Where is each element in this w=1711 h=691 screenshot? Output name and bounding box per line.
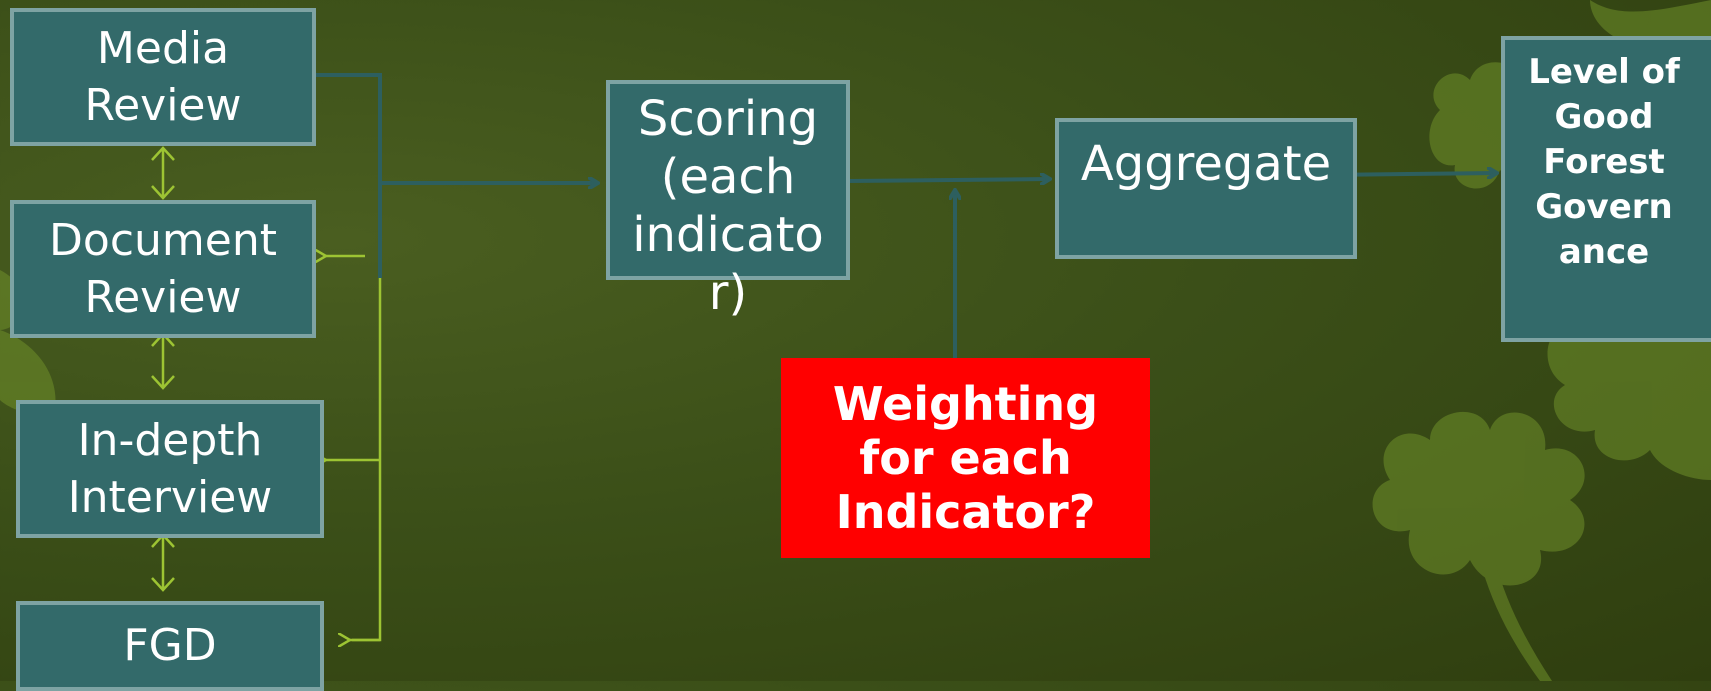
weighting-label: Weighting for each Indicator? <box>832 377 1099 539</box>
media-to-bus-line <box>314 73 382 278</box>
scoring-label: Scoring (each indicato r) <box>632 91 824 321</box>
result-box: Level of Good Forest Govern ance <box>1501 36 1711 342</box>
aggregate-label: Aggregate <box>1080 136 1332 192</box>
document-review-box: Document Review <box>10 200 316 338</box>
aggregate-box: Aggregate <box>1055 118 1357 259</box>
document-review-label: Document Review <box>49 215 277 323</box>
fgd-box: FGD <box>16 601 324 691</box>
weighting-callout: Weighting for each Indicator? <box>781 358 1150 558</box>
media-review-box: Media Review <box>10 8 316 146</box>
indepth-interview-box: In-depth Interview <box>16 400 324 538</box>
scoring-box <box>606 80 850 280</box>
media-review-label: Media Review <box>84 23 242 131</box>
indepth-interview-label: In-depth Interview <box>67 415 273 523</box>
result-label: Level of Good Forest Govern ance <box>1528 52 1680 272</box>
scoring-to-aggregate-arrow <box>847 179 1050 181</box>
fgd-label: FGD <box>123 620 217 671</box>
